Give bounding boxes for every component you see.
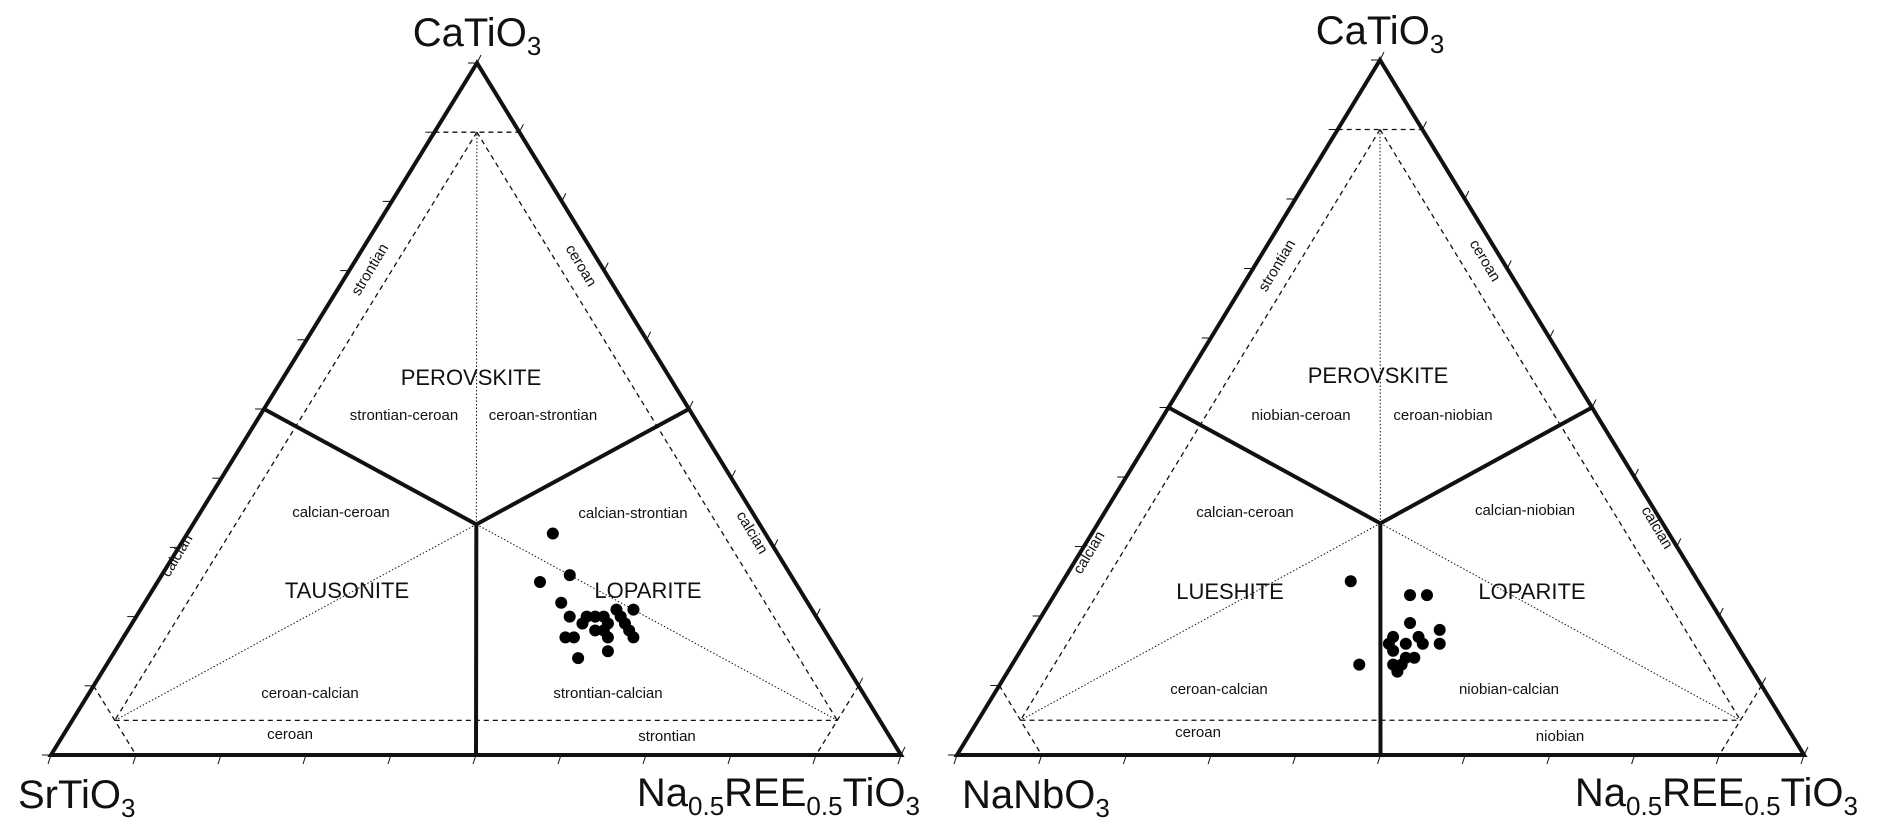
margin-label: calcian (158, 531, 197, 580)
data-point (589, 610, 602, 623)
ternary-chart-srtio3: CaTiO3 SrTiO3 Na0.5REE0.5TiO3 PEROVSKITE… (18, 11, 920, 823)
subfield-label: strontian-ceroan (350, 407, 458, 424)
data-point (559, 631, 572, 644)
data-point (1353, 658, 1366, 671)
subfield-boundary-line (1380, 522, 1741, 721)
data-point (597, 624, 610, 637)
subfield-label: ceroan-calcian (261, 685, 359, 702)
data-point (1433, 623, 1446, 636)
field-boundary-line (474, 407, 691, 527)
subfield-boundary-line (475, 132, 478, 525)
subfield-label: strontian-calcian (553, 685, 662, 702)
subfield-label: ceroan-niobian (1393, 407, 1492, 424)
data-point (1395, 658, 1408, 671)
field-label: LUESHITE (1176, 579, 1284, 604)
data-point (589, 624, 602, 637)
data-point (563, 569, 576, 582)
margin-label: ceroan (1175, 724, 1221, 741)
field-label: PEROVSKITE (1308, 363, 1449, 388)
vertex-label-left: SrTiO3 (18, 773, 135, 823)
vertex-label-right: Na0.5REE0.5TiO3 (1575, 771, 1858, 821)
triangle-outline (953, 56, 1808, 757)
data-point (627, 603, 640, 616)
margin-label: calcian (1070, 528, 1109, 577)
margin-label: ceroan (1466, 237, 1504, 285)
chart-geometry (42, 54, 906, 765)
field-label: PEROVSKITE (401, 365, 542, 390)
field-label: LOPARITE (1478, 579, 1585, 604)
field-boundary-line (1378, 405, 1594, 526)
field-label: TAUSONITE (285, 578, 409, 603)
margin-label: strontian (348, 241, 392, 299)
vertex-label-top: CaTiO3 (1316, 9, 1445, 59)
field-boundary-line (262, 407, 479, 527)
subfield-label: calcian-ceroan (292, 504, 390, 521)
data-point (1404, 616, 1417, 629)
data-point (563, 610, 576, 623)
subfield-label: ceroan-calcian (1170, 681, 1268, 698)
subfield-label: ceroan-strontian (489, 407, 597, 424)
data-point (1408, 651, 1421, 664)
ternary-chart-nanbo3: CaTiO3 NaNbO3 Na0.5REE0.5TiO3 PEROVSKITE… (948, 9, 1858, 823)
subfield-label: calcian-niobian (1475, 502, 1575, 519)
data-point (534, 576, 546, 588)
vertex-label-top: CaTiO3 (413, 11, 542, 61)
field-boundary-line (1166, 405, 1383, 526)
subfield-label: niobian-ceroan (1251, 407, 1350, 424)
data-point (601, 645, 614, 658)
data-point (1344, 575, 1357, 588)
field-label: LOPARITE (594, 578, 701, 603)
margin-label: niobian (1536, 728, 1584, 745)
data-point (555, 596, 568, 609)
data-point (627, 631, 640, 644)
vertex-label-right: Na0.5REE0.5TiO3 (637, 771, 920, 821)
data-point (580, 610, 593, 623)
margin-label: calcian (1638, 503, 1677, 552)
data-point (1399, 637, 1412, 650)
data-point (567, 631, 580, 644)
triangle-outline (47, 59, 905, 757)
data-point (1420, 589, 1433, 602)
chart-geometry (948, 51, 1809, 765)
margin-label: strontian (1255, 237, 1299, 295)
margin-label: ceroan (562, 242, 600, 290)
data-point (546, 527, 559, 540)
data-point (1404, 589, 1417, 602)
subfield-label: calcian-ceroan (1196, 504, 1294, 521)
subfield-label: niobian-calcian (1459, 681, 1559, 698)
margin-label: ceroan (267, 726, 313, 743)
margin-label: strontian (638, 728, 696, 745)
subfield-label: calcian-strontian (578, 505, 687, 522)
data-point (1433, 637, 1446, 650)
vertex-label-left: NaNbO3 (962, 773, 1110, 823)
data-point (1416, 637, 1429, 650)
data-point (1387, 644, 1400, 657)
data-point (572, 652, 585, 665)
